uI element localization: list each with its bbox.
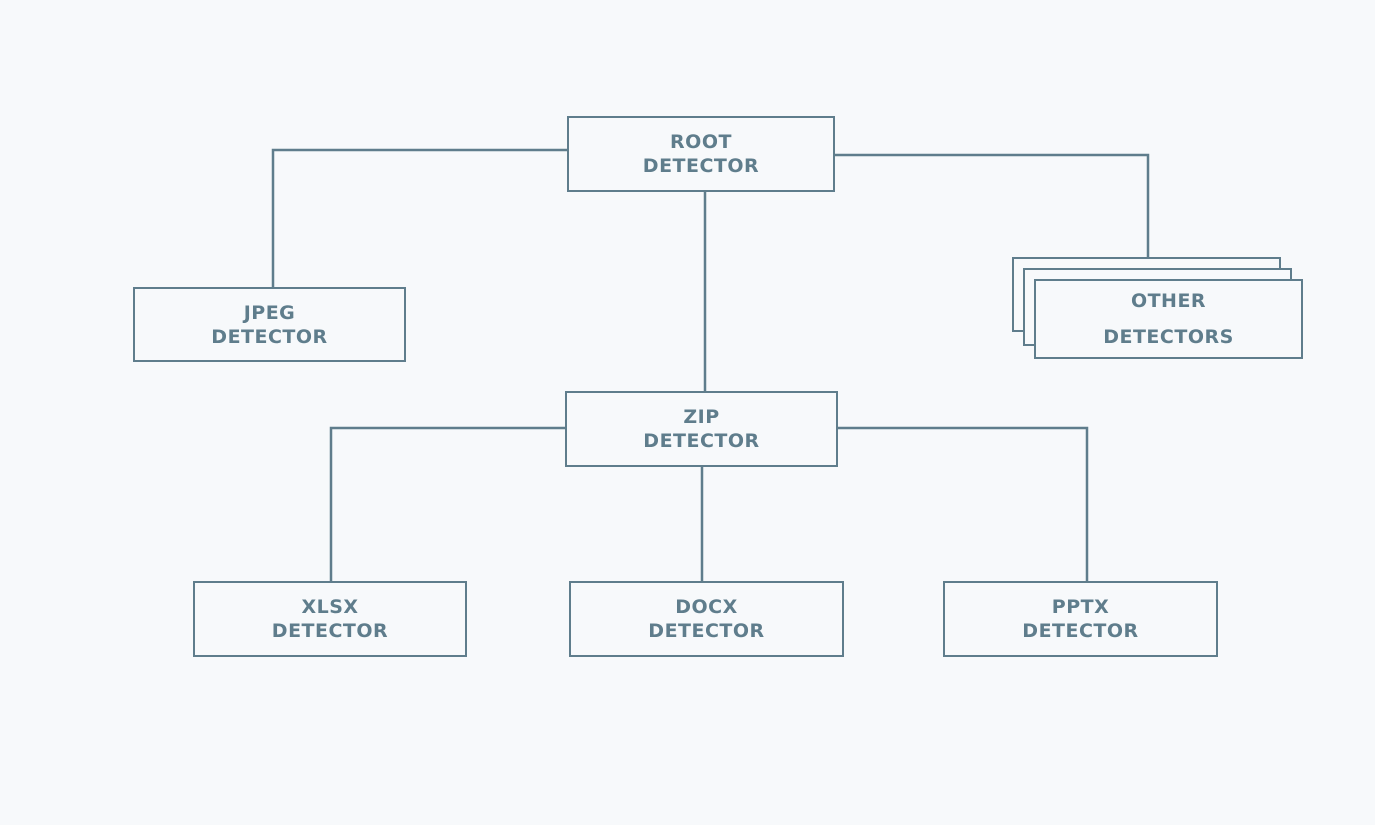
node-xlsx-line2: DETECTOR — [271, 620, 389, 642]
node-docx-detector: DOCX DETECTOR — [569, 581, 844, 657]
node-pptx-detector: PPTX DETECTOR — [943, 581, 1218, 657]
node-other-line1: OTHER — [1130, 290, 1207, 312]
node-other-line2: DETECTORS — [1103, 326, 1234, 348]
node-docx-line2: DETECTOR — [648, 620, 765, 642]
node-root-line2: DETECTOR — [642, 155, 760, 177]
node-jpeg-line2: DETECTOR — [211, 325, 328, 348]
node-other-detectors: OTHER DETECTORS — [1034, 279, 1303, 359]
node-zip-line1: ZIP — [683, 406, 720, 428]
edge-zip-to-pptx — [837, 426, 1089, 582]
node-root-line1: ROOT — [670, 131, 732, 153]
node-jpeg-detector: JPEG DETECTOR — [133, 287, 406, 362]
edge-zip-to-xlsx — [329, 426, 566, 582]
node-xlsx-detector: XLSX DETECTOR — [193, 581, 467, 657]
edge-root-to-other — [835, 153, 1150, 258]
edge-root-to-jpeg — [271, 148, 568, 288]
node-jpeg-line1: JPEG — [243, 301, 296, 324]
node-pptx-line2: DETECTOR — [1022, 620, 1139, 642]
node-docx-line1: DOCX — [675, 596, 738, 618]
node-zip-line2: DETECTOR — [643, 430, 760, 452]
node-root-detector: ROOT DETECTOR — [567, 116, 835, 192]
node-xlsx-line1: XLSX — [301, 596, 359, 618]
node-pptx-line1: PPTX — [1051, 596, 1110, 618]
node-zip-detector: ZIP DETECTOR — [565, 391, 838, 467]
